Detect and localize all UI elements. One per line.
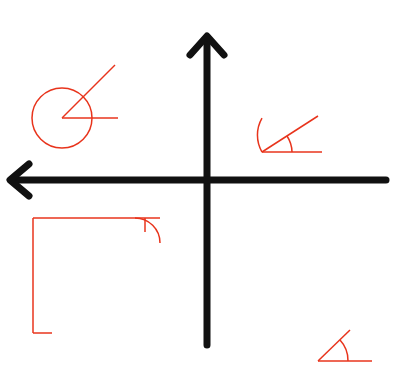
rock-shape: 45 degrees: [12, 35, 127, 120]
rock-texture: [47, 245, 155, 270]
rock-texture: [285, 50, 370, 75]
angle-label: 44 degrees: [264, 297, 314, 309]
angle-arc: [135, 218, 160, 243]
rock-texture: [250, 278, 339, 324]
arrow-head: [190, 36, 224, 55]
axis-arrows: [10, 36, 386, 345]
angle-label: 45 degrees: [28, 65, 78, 77]
angle-label: 90 degrees: [83, 279, 133, 291]
rock-shape: 90 degrees: [35, 215, 167, 337]
angle-line: [62, 117, 118, 119]
angle-label: 33 degrees: [273, 83, 323, 95]
rock-texture: [300, 263, 328, 278]
vertical-axis: [204, 38, 211, 345]
angle-line: [318, 360, 372, 362]
rock-texture: [262, 40, 381, 154]
angle-line: [262, 116, 318, 152]
horizontal-axis: [12, 177, 386, 184]
rock-outline: [255, 35, 383, 157]
rock-texture: [55, 295, 153, 320]
angle-arc: [287, 136, 292, 152]
rock-outline: [240, 255, 360, 363]
rock-shape: 44 degrees: [240, 255, 360, 363]
angle-line: [33, 332, 52, 334]
rock-shape: 33 degrees: [255, 35, 383, 157]
rock-texture: [72, 271, 157, 301]
arrow-head: [10, 164, 29, 196]
rock-outline: [12, 35, 127, 120]
angle-marks: [32, 65, 372, 361]
rock-texture: [248, 259, 356, 361]
angle-arc: [257, 118, 262, 152]
rock-texture: [41, 221, 163, 333]
rock-texture: [21, 39, 123, 116]
angle-line: [318, 330, 350, 361]
angle-arc: [340, 340, 348, 361]
rock-texture: [32, 51, 107, 67]
angle-line: [32, 218, 34, 333]
rock-outline: [35, 215, 167, 337]
